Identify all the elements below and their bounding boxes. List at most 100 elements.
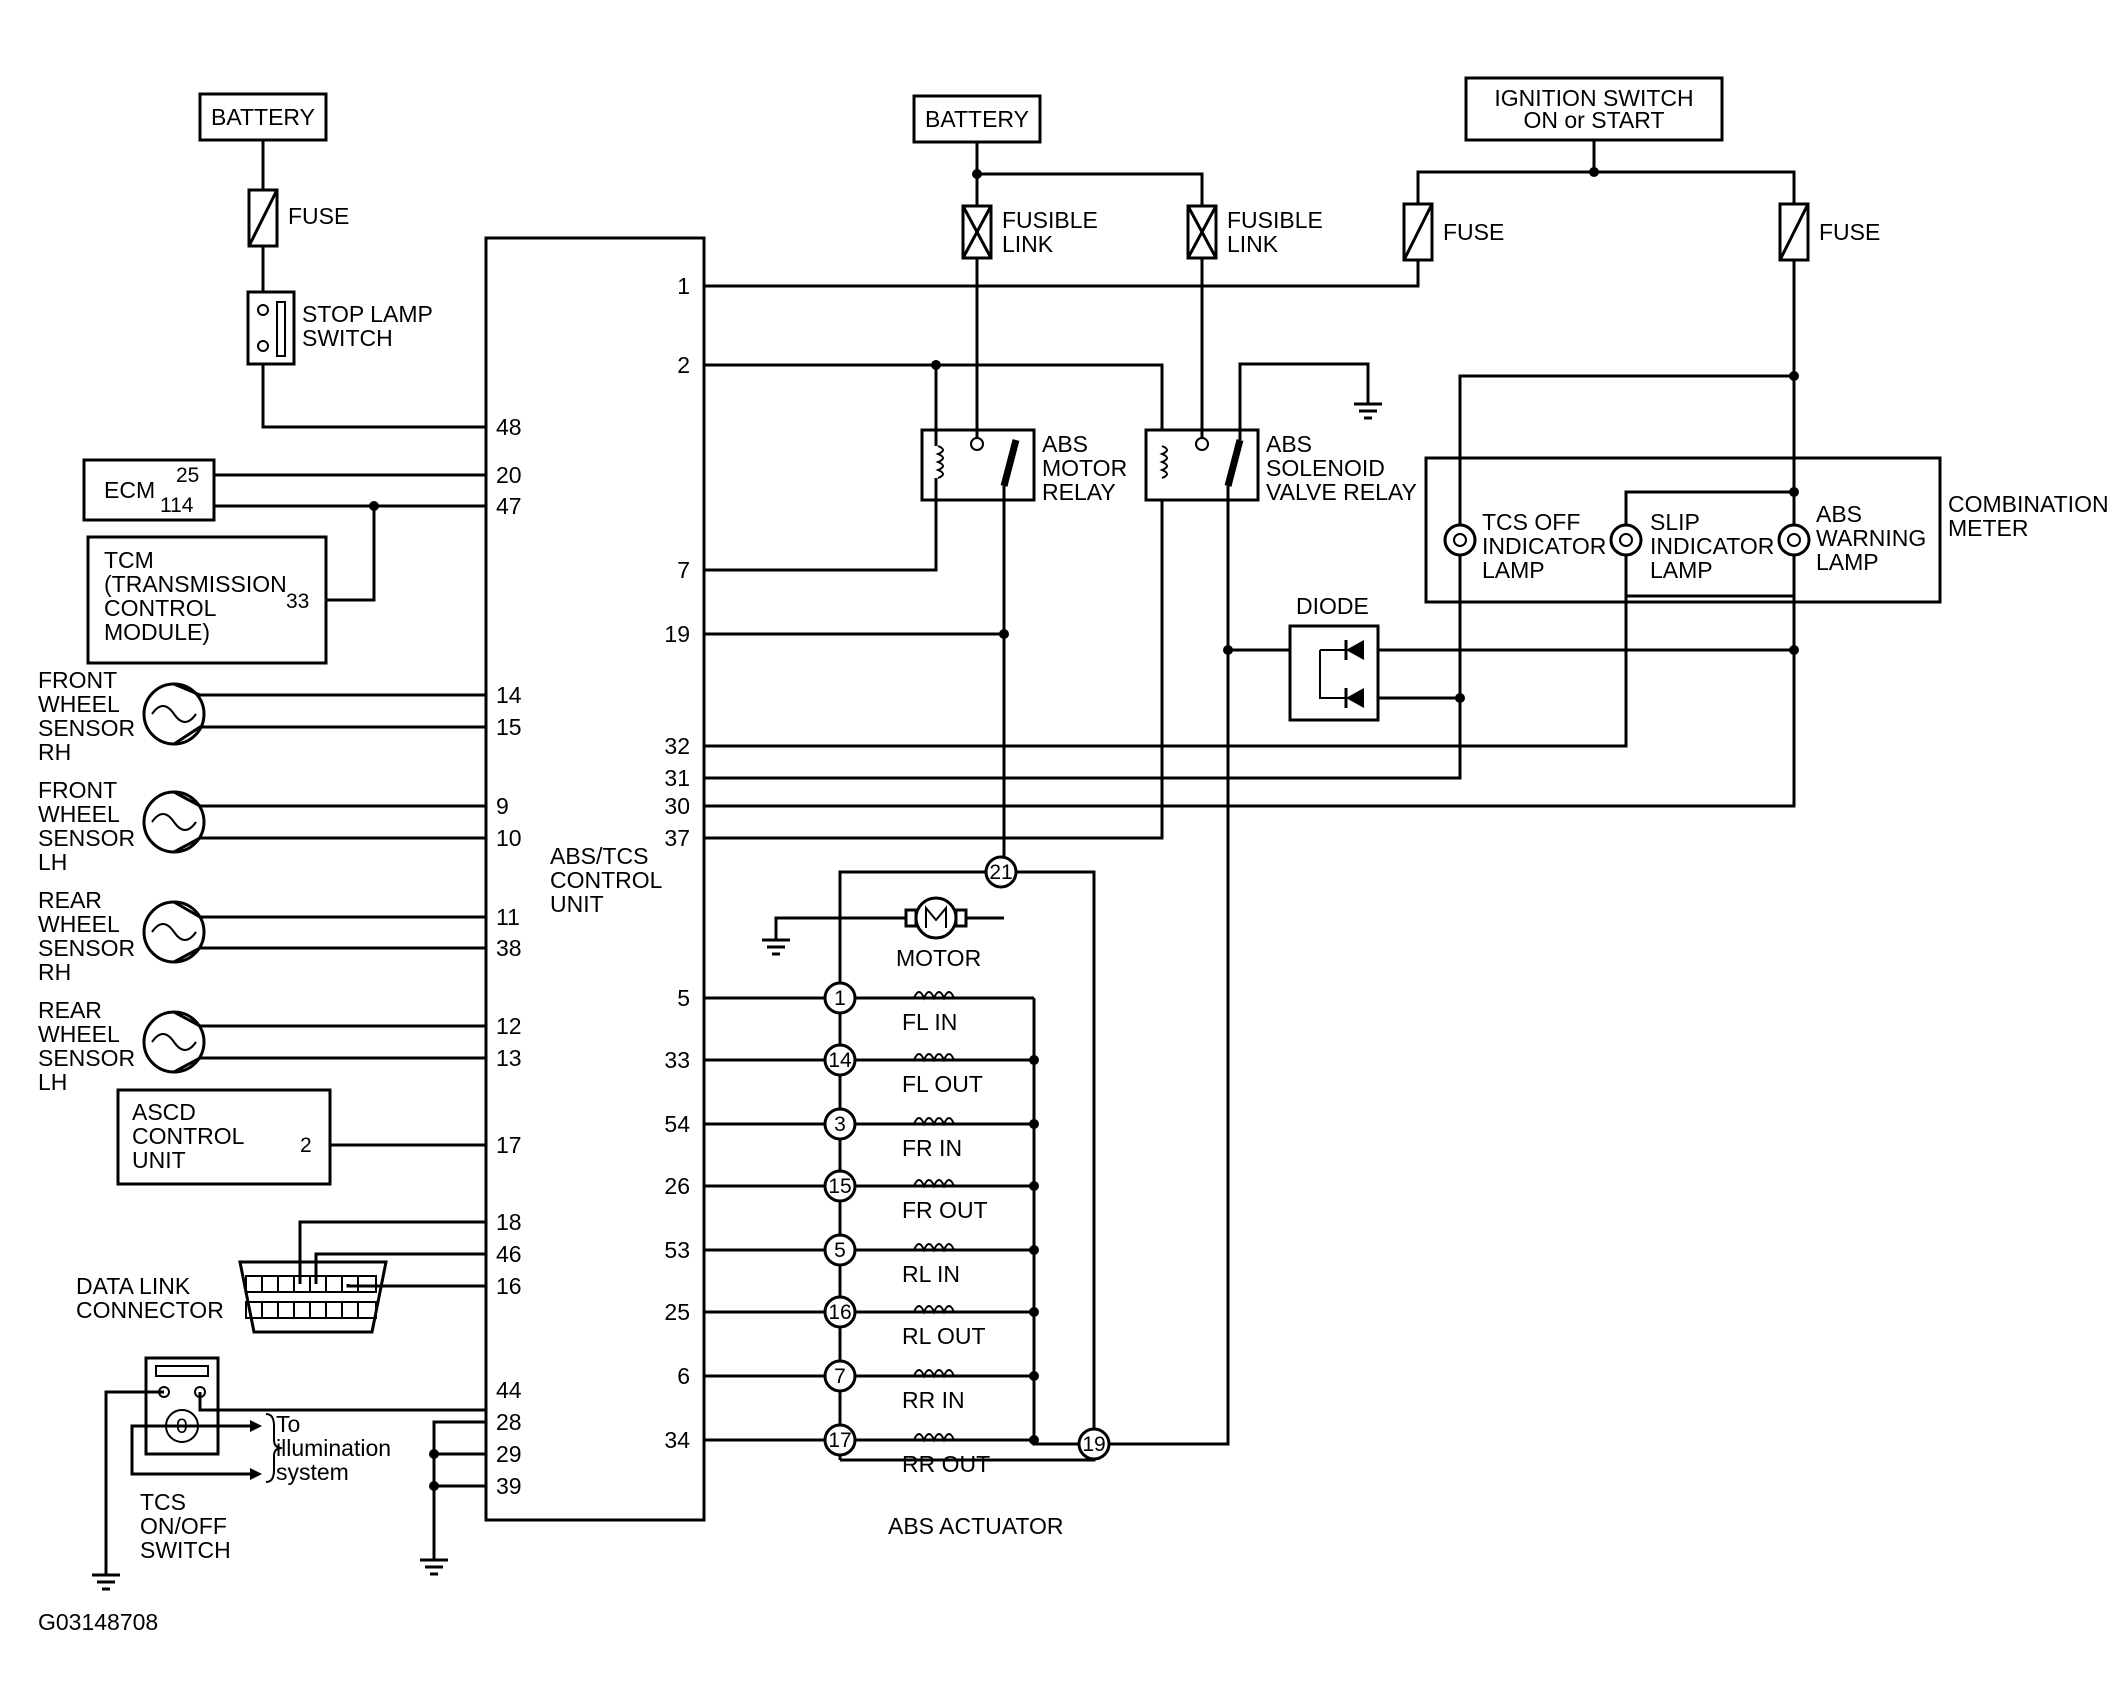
abs-tcs-control-unit: ABS/TCS CONTROL UNIT xyxy=(484,236,706,1522)
fuse-stop-lamp: FUSE xyxy=(247,188,349,248)
solenoid-coil-icon xyxy=(913,1305,955,1315)
solenoid-circuit: 1FL IN xyxy=(704,981,1034,1035)
slip-label-3: LAMP xyxy=(1650,557,1713,583)
terminal-21-label: 21 xyxy=(989,861,1012,884)
left-pin-47: 47 xyxy=(496,493,522,519)
right-pin-31: 31 xyxy=(664,765,690,791)
tcs-on-off-switch: 0 To illumination system TCS ON/OFF SWIT… xyxy=(92,1356,486,1591)
actuator-terminal-label: 17 xyxy=(828,1429,851,1452)
slip-label-1: SLIP xyxy=(1650,509,1700,535)
right-pin-1: 1 xyxy=(677,273,690,299)
actuator-terminal-label: 16 xyxy=(828,1301,851,1324)
fusible-1-label-2: LINK xyxy=(1002,231,1054,257)
sensor-front-rh-label-4: RH xyxy=(38,739,71,765)
illum-label-3: system xyxy=(276,1459,349,1485)
motor-relay-label-3: RELAY xyxy=(1042,479,1116,505)
tcm-label-4: MODULE) xyxy=(104,619,210,645)
right-pin-7: 7 xyxy=(677,557,690,583)
sensor-front-lh-label-4: LH xyxy=(38,849,67,875)
left-pin-20: 20 xyxy=(496,462,522,488)
solenoid-relay-label-2: SOLENOID xyxy=(1266,455,1385,481)
left-pin-10: 10 xyxy=(496,825,522,851)
diode: DIODE xyxy=(1288,593,1380,722)
fusible-1-label-1: FUSIBLE xyxy=(1002,207,1098,233)
terminal-19: 19 xyxy=(1077,1427,1111,1461)
stop-lamp-label-1: STOP LAMP xyxy=(302,301,433,327)
ignition-label-1: IGNITION SWITCH xyxy=(1494,85,1693,111)
solenoid-coil-icon xyxy=(913,1053,955,1063)
actuator-terminal xyxy=(823,981,857,1015)
sensor-front-rh-label-2: WHEEL xyxy=(38,691,120,717)
combination-meter-label-1: COMBINATION xyxy=(1948,491,2109,517)
motor: MOTOR xyxy=(762,896,1004,971)
sensor-front-lh: FRONT WHEEL SENSOR LH xyxy=(38,777,486,875)
left-pin-12: 12 xyxy=(496,1013,522,1039)
right-pin-19: 19 xyxy=(664,621,690,647)
left-pin-44: 44 xyxy=(496,1377,522,1403)
sensor-front-lh-label-2: WHEEL xyxy=(38,801,120,827)
ascd-label-2: CONTROL xyxy=(132,1123,245,1149)
right-pin-54: 54 xyxy=(664,1111,690,1137)
left-pin-46: 46 xyxy=(496,1241,522,1267)
left-pin-16: 16 xyxy=(496,1273,522,1299)
right-pin-6: 6 xyxy=(677,1363,690,1389)
ecm-pin-114: 114 xyxy=(160,494,194,517)
actuator-terminal-label: 14 xyxy=(828,1049,852,1072)
ecm: ECM 25 114 xyxy=(82,458,216,522)
solenoid-relay-label-1: ABS xyxy=(1266,431,1312,457)
sensor-front-rh-label-3: SENSOR xyxy=(38,715,135,741)
fusible-link-1: FUSIBLE LINK xyxy=(961,204,1098,260)
illum-label-1: To xyxy=(276,1411,300,1437)
actuator-terminal xyxy=(823,1359,857,1393)
combination-meter-label-2: METER xyxy=(1948,515,2029,541)
sensor-rear-lh-label-4: LH xyxy=(38,1069,67,1095)
right-pin-26: 26 xyxy=(664,1173,690,1199)
ascd-pin: 2 xyxy=(300,1134,312,1157)
actuator-terminal-label: 5 xyxy=(834,1239,846,1262)
combination-meter: COMBINATION METER xyxy=(1424,456,2109,604)
sensor-front-lh-label-3: SENSOR xyxy=(38,825,135,851)
motor-label: MOTOR xyxy=(896,945,981,971)
tcs-off-label-3: LAMP xyxy=(1482,557,1545,583)
right-pin-37: 37 xyxy=(664,825,690,851)
right-pin-25: 25 xyxy=(664,1299,690,1325)
data-link-connector: DATA LINK CONNECTOR xyxy=(76,1220,486,1334)
data-link-label-1: DATA LINK xyxy=(76,1273,191,1299)
tcm-label-1: TCM xyxy=(104,547,154,573)
abs-motor-relay: ABS MOTOR RELAY xyxy=(920,428,1127,505)
fuse-ign-2: FUSE xyxy=(1778,202,1880,262)
fuse-ign-1-label: FUSE xyxy=(1443,219,1504,245)
sensor-rear-lh-label-2: WHEEL xyxy=(38,1021,120,1047)
sensor-rear-rh-label-1: REAR xyxy=(38,887,102,913)
stop-lamp-switch: STOP LAMP SWITCH xyxy=(246,290,433,366)
ecm-pin-25: 25 xyxy=(176,464,199,487)
control-unit-label-1: ABS/TCS xyxy=(550,843,648,869)
left-pin-38: 38 xyxy=(496,935,522,961)
left-pin-13: 13 xyxy=(496,1045,522,1071)
actuator-terminal xyxy=(823,1169,857,1203)
solenoid-coil-icon xyxy=(913,1179,955,1189)
left-pin-14: 14 xyxy=(496,682,522,708)
solenoid-circuit: 5RL IN xyxy=(704,1233,1039,1287)
right-pin-33: 33 xyxy=(664,1047,690,1073)
tcs-switch-label-2: ON/OFF xyxy=(140,1513,227,1539)
abs-warn-label-3: LAMP xyxy=(1816,549,1879,575)
battery-left: BATTERY xyxy=(198,92,328,142)
left-pin-48: 48 xyxy=(496,414,522,440)
sensor-rear-lh: REAR WHEEL SENSOR LH xyxy=(38,997,486,1095)
sensor-front-rh-label-1: FRONT xyxy=(38,667,117,693)
battery-mid: BATTERY xyxy=(912,94,1042,144)
slip-label-2: INDICATOR xyxy=(1650,533,1774,559)
control-unit-label-2: CONTROL xyxy=(550,867,663,893)
ascd-label-1: ASCD xyxy=(132,1099,196,1125)
motor-relay-label-1: ABS xyxy=(1042,431,1088,457)
right-pin-5: 5 xyxy=(677,985,690,1011)
actuator-terminal xyxy=(823,1043,857,1077)
tcm-label-2: (TRANSMISSION xyxy=(104,571,287,597)
